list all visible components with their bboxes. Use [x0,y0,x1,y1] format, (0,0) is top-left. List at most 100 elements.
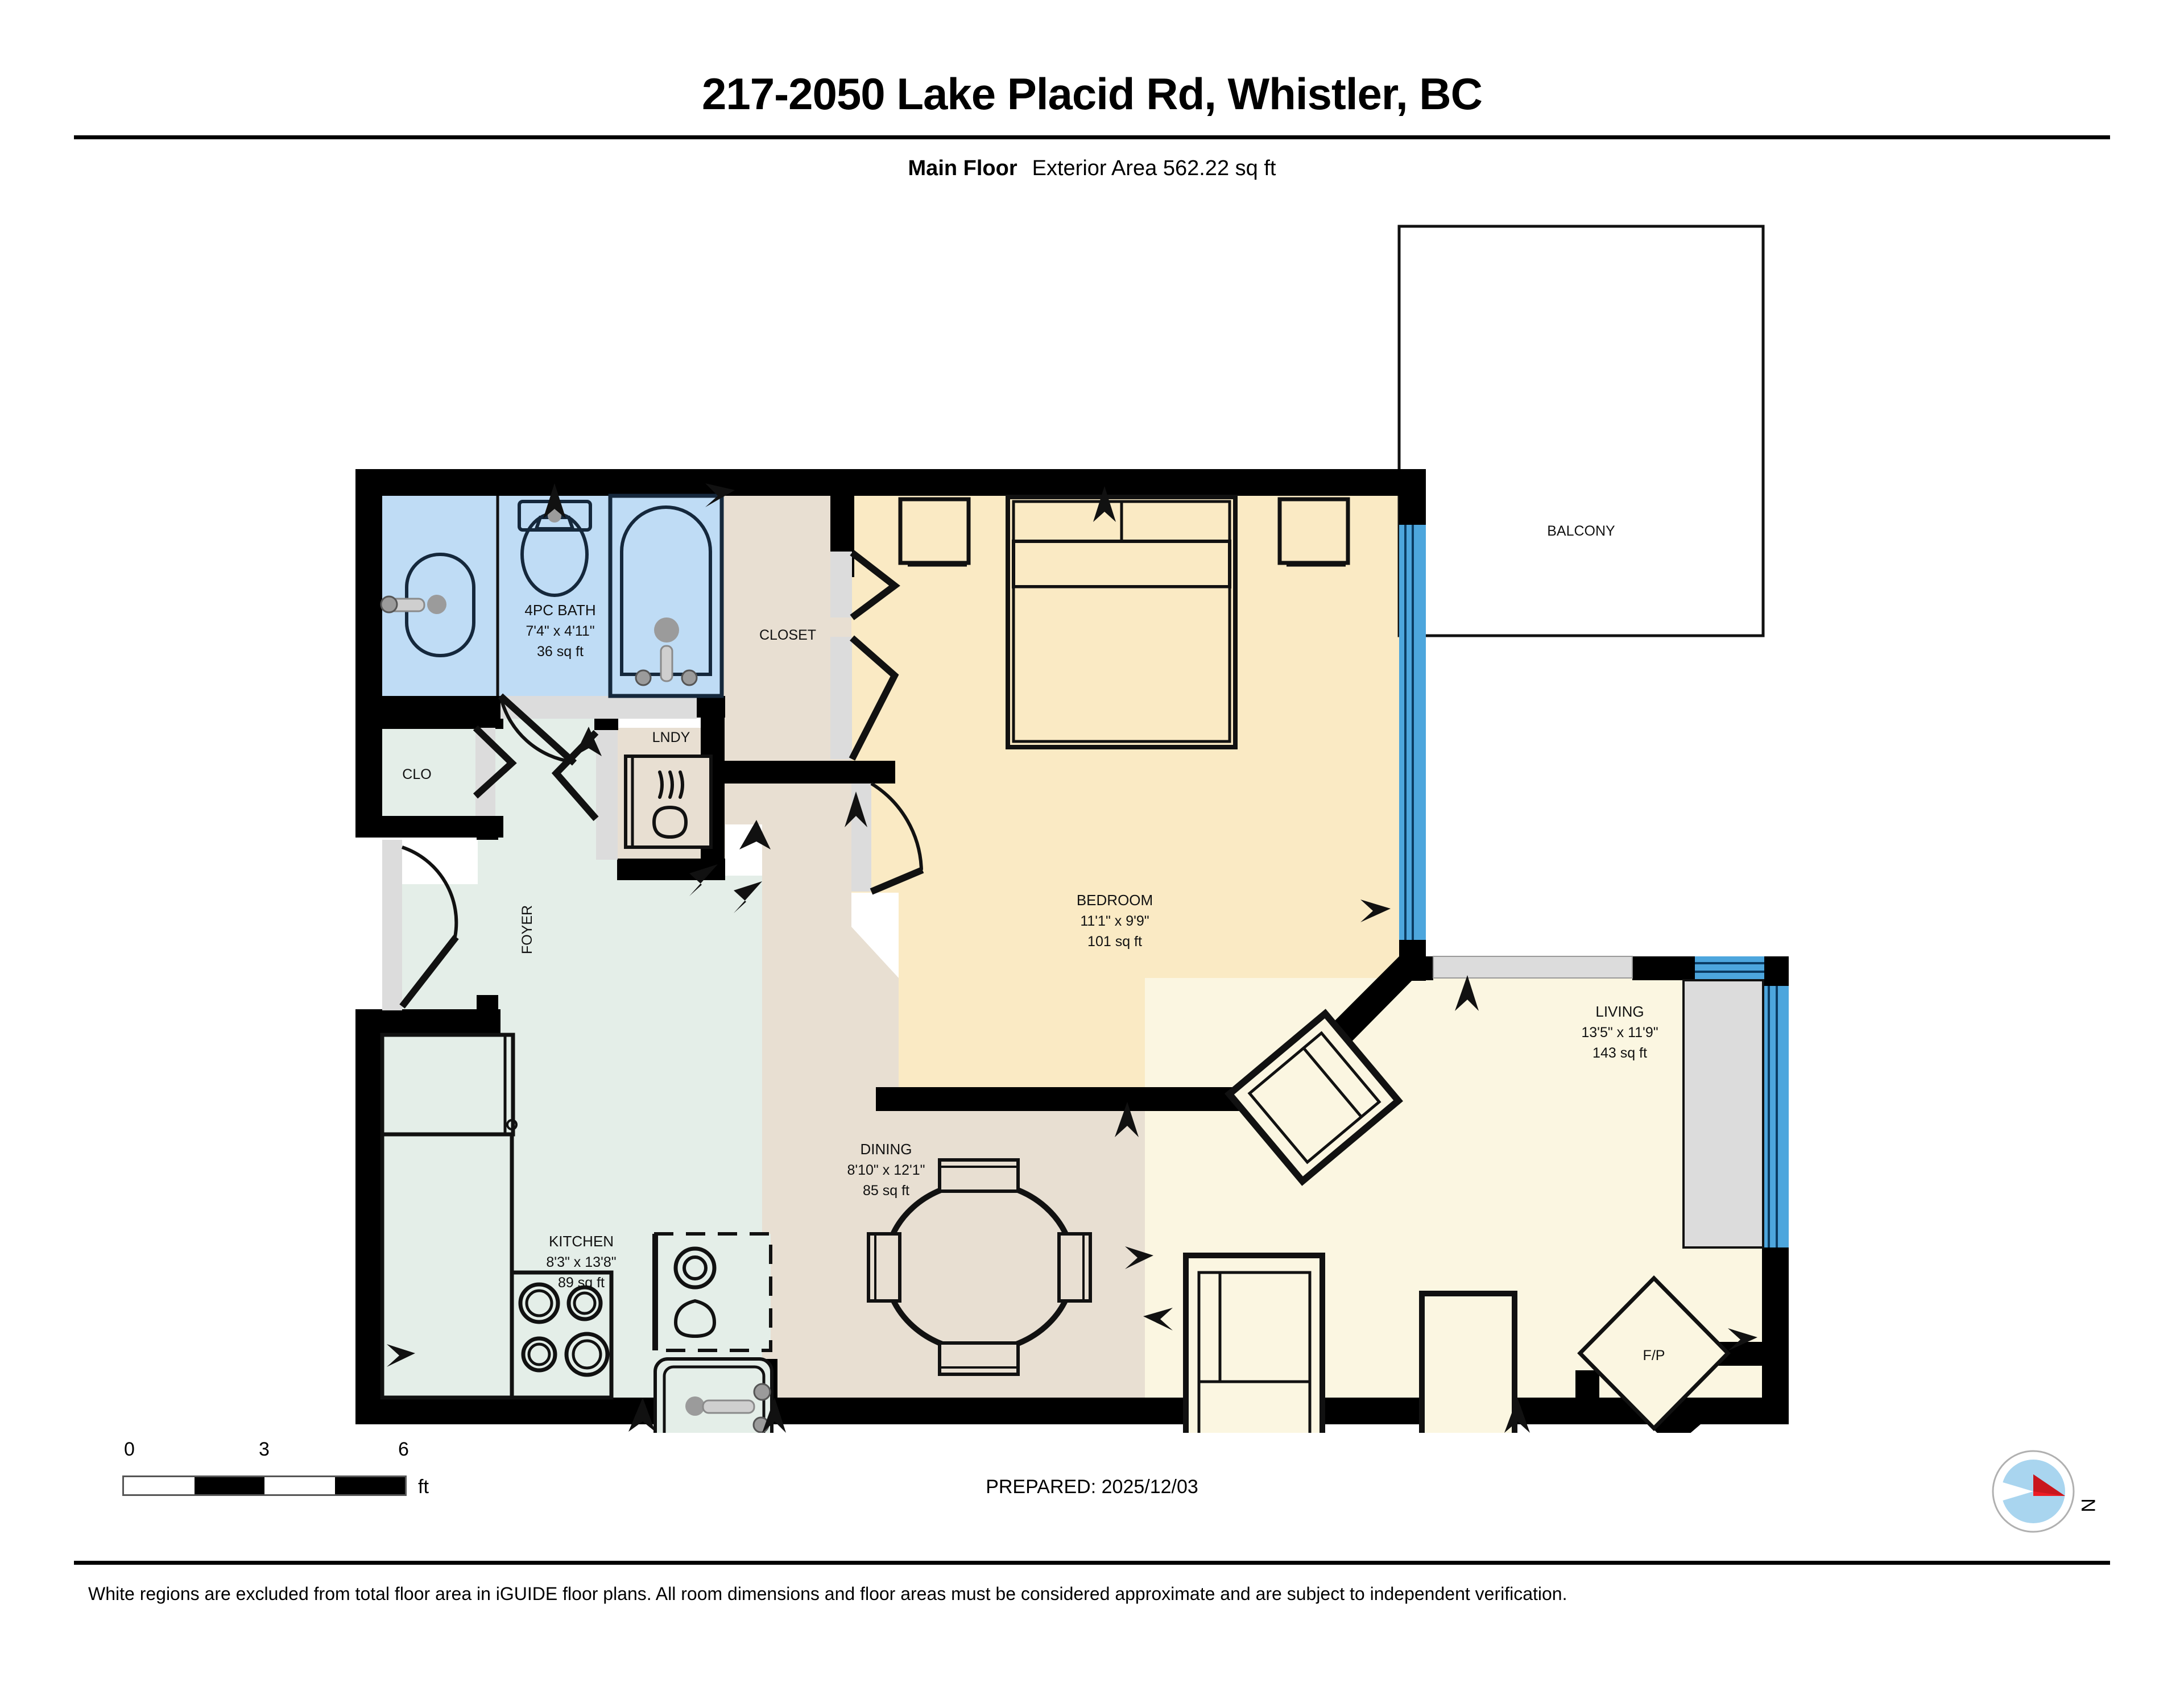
fireplace-icon [1577,1275,1731,1431]
wall-bath-bottom-right [697,696,725,718]
wall-living-right-mid [1762,1245,1789,1274]
floor-label: Main Floor [908,156,1017,180]
wall-living-top-b [1632,956,1695,980]
armchair-icon [1225,1009,1403,1186]
scale-bar [122,1475,407,1496]
disclaimer-text: White regions are excluded from total fl… [88,1584,1567,1604]
room-label-clo: CLO [402,766,431,782]
bathtub-icon [608,494,724,698]
nightstand-right [1277,497,1350,567]
door-recess-lndy [596,730,618,860]
room-fill-closet [723,496,851,762]
svg-text:89 sq ft: 89 sq ft [558,1275,605,1291]
room-label-foyer: FOYER [519,905,535,954]
compass-north-label: N [2077,1498,2099,1512]
svg-text:DINING: DINING [861,1141,912,1158]
wall-clo-top [355,716,503,729]
kitchen-sink-icon [653,1357,774,1433]
door-recess-entry [382,840,402,1010]
room-label-fp: F/P [1643,1348,1665,1363]
svg-text:36 sq ft: 36 sq ft [537,644,584,660]
room-fill-living-notch [1145,978,1272,1109]
door-swing-bedroom [870,782,923,871]
wall-closet-left-lower [723,761,747,784]
bifold-closet-lower [849,635,899,761]
sofa-icon [1183,1253,1325,1433]
cooktop-icon [510,1270,614,1400]
wall-bedroom-bottom [876,1087,1274,1111]
room-label-balcony: BALCONY [1547,523,1615,539]
wall-dining-top [747,761,895,784]
dishwasher-icon [652,1232,772,1352]
view-direction-arrows [387,483,1757,1433]
svg-text:KITCHEN: KITCHEN [549,1233,614,1250]
wall-clo-left [355,722,382,822]
wall-bottom [355,1398,1789,1424]
scale-seg-1 [124,1477,195,1494]
wall-left-lower [355,1009,382,1424]
svg-text:4PC BATH: 4PC BATH [524,602,595,619]
door-recess-bath [500,696,697,719]
compass-rose-icon [1992,1450,2075,1533]
window-living-north [1695,956,1764,980]
svg-text:11'1" x 9'9": 11'1" x 9'9" [1080,913,1149,929]
floor-area-subtitle: Main Floor Exterior Area 562.22 sq ft [0,156,2184,181]
wall-living-right-top [1762,956,1789,986]
svg-text:101 sq ft: 101 sq ft [1087,934,1142,950]
scale-seg-2 [194,1477,264,1494]
sink-icon [380,553,475,657]
scale-seg-4 [334,1477,405,1494]
svg-text:8'3" x 13'8": 8'3" x 13'8" [546,1254,616,1270]
exterior-area-label: Exterior Area 562.22 sq ft [1032,156,1276,180]
room-label-living: LIVING 13'5" x 11'9" 143 sq ft [1581,1003,1658,1061]
wall-foyer-left-a [477,816,498,840]
laundry-washer-icon [624,755,713,849]
coffee-table-icon [1419,1291,1517,1433]
scale-unit-label: ft [418,1476,429,1498]
door-swing-bath [499,695,574,764]
door-recess-closet-a [830,552,852,617]
bifold-clo [473,725,517,799]
scale-tick-3: 3 [259,1439,270,1460]
svg-text:7'4" x 4'11": 7'4" x 4'11" [526,623,594,639]
bed-icon [1006,495,1238,749]
svg-text:85 sq ft: 85 sq ft [863,1183,909,1199]
wall-top [355,469,1426,496]
door-recess-closet-b [830,637,852,759]
header-divider [74,135,2110,139]
window-living-east [1762,986,1789,1247]
wall-living-top-a [1399,956,1433,980]
scale-tick-0: 0 [124,1439,135,1460]
prepared-date: PREPARED: 2025/12/03 [986,1476,1198,1498]
door-leaf-entry [399,935,459,1009]
footer-divider [74,1561,2110,1565]
room-fill-balcony [1397,225,1765,637]
scale-seg-3 [264,1477,335,1494]
svg-text:8'10" x 12'1": 8'10" x 12'1" [847,1162,925,1178]
svg-text:LIVING: LIVING [1595,1003,1644,1020]
bifold-closet-upper [850,550,900,620]
page-title: 217-2050 Lake Placid Rd, Whistler, BC [702,69,1483,119]
door-recess-living-east [1682,979,1764,1249]
room-label-dining: DINING 8'10" x 12'1" 85 sq ft [847,1141,925,1199]
room-label-bath: 4PC BATH 7'4" x 4'11" 36 sq ft [524,602,595,660]
room-fill-bedroom [851,496,1399,1109]
room-label-closet: CLOSET [759,627,816,643]
dining-table-icon [867,1158,1092,1376]
floorplan-drawing: 4PC BATH 7'4" x 4'11" 36 sq ft CLOSET CL… [0,188,2184,1433]
door-swing-entry [402,845,458,938]
door-leaf-bath [498,693,577,766]
wall-fp-stub [1575,1370,1599,1424]
svg-text:BEDROOM: BEDROOM [1077,892,1153,909]
refrigerator-icon [380,1033,518,1137]
room-label-bedroom: BEDROOM 11'1" x 9'9" 101 sq ft [1077,892,1153,950]
door-leaf-bedroom [870,867,924,895]
room-label-kitchen: KITCHEN 8'3" x 13'8" 89 sq ft [546,1233,616,1291]
wall-bedroom-right-top [1399,469,1426,526]
nightstand-left [898,497,971,567]
scale-tick-6: 6 [398,1439,409,1460]
door-recess-living-north [1433,956,1633,979]
svg-text:143 sq ft: 143 sq ft [1592,1045,1647,1061]
svg-text:13'5" x 11'9": 13'5" x 11'9" [1581,1025,1658,1041]
